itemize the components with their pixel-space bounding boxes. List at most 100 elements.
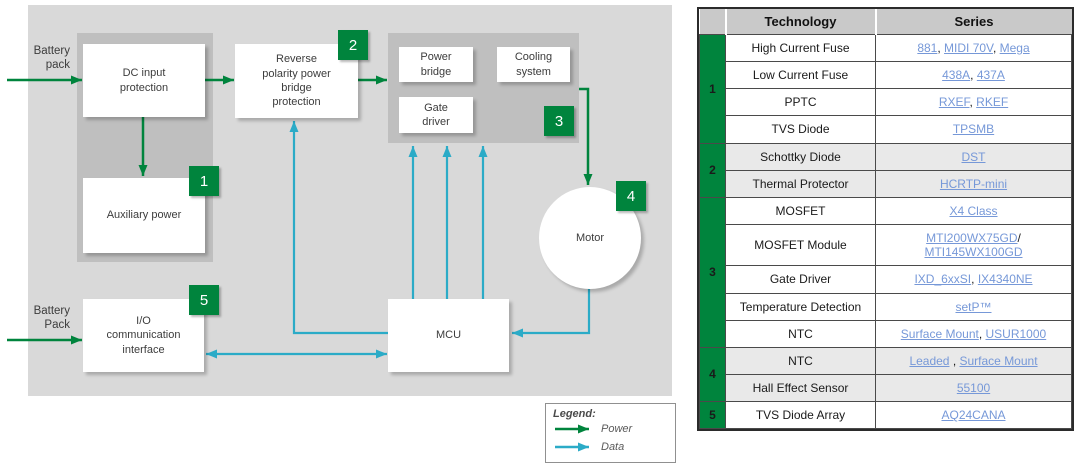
series-cell: RXEF, RKEF	[875, 88, 1072, 117]
table-row: Thermal Protector HCRTP-mini	[700, 169, 1072, 198]
series-link[interactable]: IX4340NE	[977, 272, 1033, 287]
table-row: TVS Diode TPSMB	[700, 115, 1072, 144]
series-link[interactable]: MTI145WX100GD	[924, 245, 1023, 260]
badge-2: 2	[338, 30, 368, 60]
series-cell: TPSMB	[875, 115, 1072, 144]
series-link[interactable]: Mega	[999, 41, 1030, 55]
power-arrow-icon	[555, 424, 589, 434]
series-link[interactable]: IXD_6xxSI	[914, 272, 972, 287]
series-link[interactable]: 438A	[942, 68, 971, 83]
series-separator: ,	[992, 41, 1000, 55]
series-separator: ,	[970, 68, 977, 83]
technology-cell: Low Current Fuse	[725, 61, 876, 90]
series-column-header: Series	[874, 9, 1072, 35]
technology-cell: NTC	[725, 346, 876, 376]
series-link[interactable]: Surface Mount	[959, 353, 1038, 368]
technology-cell: Schottky Diode	[725, 142, 876, 171]
series-link[interactable]: USUR1000	[985, 326, 1047, 341]
series-link[interactable]: TPSMB	[952, 122, 995, 137]
legend-title: Legend:	[553, 408, 596, 420]
badge-1: 1	[189, 166, 219, 196]
technology-cell: Thermal Protector	[725, 169, 876, 198]
technology-cell: MOSFET	[725, 196, 876, 226]
badge-4: 4	[616, 181, 646, 211]
gate-driver-box: Gate driver	[399, 97, 473, 133]
auxiliary-power-box: Auxiliary power	[83, 178, 205, 253]
badge-3: 3	[544, 106, 574, 136]
group-number-cell: 1	[699, 34, 726, 144]
series-link[interactable]: 437A	[976, 68, 1005, 83]
power-bridge-box: Power bridge	[399, 47, 473, 82]
series-link[interactable]: setP™	[955, 299, 992, 314]
battery-pack-top-label: Battery pack	[33, 45, 70, 72]
series-cell: 438A, 437A	[875, 61, 1072, 90]
table-row: Temperature Detection setP™	[700, 292, 1072, 321]
group-number-cell: 2	[699, 142, 726, 198]
table-corner-cell	[699, 9, 726, 35]
series-link[interactable]: RKEF	[976, 95, 1009, 110]
series-link[interactable]: MTI200WX75GD	[926, 231, 1018, 246]
series-separator: ,	[937, 41, 945, 55]
cooling-system-box: Cooling system	[497, 47, 570, 82]
series-link[interactable]: DST	[961, 149, 986, 164]
technology-cell: Temperature Detection	[725, 292, 876, 321]
series-link[interactable]: Leaded	[909, 353, 950, 368]
legend-box: Legend: Power Data	[545, 403, 676, 463]
legend-power-label: Power	[601, 423, 633, 435]
mcu-box: MCU	[388, 299, 509, 372]
series-link[interactable]: AQ24CANA	[941, 408, 1006, 423]
reverse-polarity-protection-box: Reverse polarity power bridge protection	[235, 44, 358, 118]
technology-cell: High Current Fuse	[725, 33, 876, 63]
series-separator: ,	[949, 353, 960, 368]
io-communication-interface-box: I/O communication interface	[83, 299, 204, 372]
data-arrow-icon	[555, 442, 589, 452]
series-cell: X4 Class	[875, 196, 1072, 226]
technology-cell: Gate Driver	[725, 265, 876, 294]
series-cell: DST	[875, 142, 1072, 171]
series-separator: ,	[971, 272, 978, 287]
series-separator: ,	[969, 95, 977, 110]
legend-data-label: Data	[601, 441, 625, 453]
series-link[interactable]: 55100	[956, 381, 991, 396]
technology-cell: PPTC	[725, 88, 876, 117]
technology-cell: TVS Diode	[725, 115, 876, 144]
group-number-cell: 5	[699, 401, 726, 430]
series-cell: Leaded , Surface Mount	[875, 346, 1072, 376]
technology-cell: NTC	[725, 319, 876, 348]
series-link[interactable]: MIDI 70V	[944, 41, 993, 55]
series-cell: IXD_6xxSI, IX4340NE	[875, 265, 1072, 294]
series-cell: AQ24CANA	[875, 401, 1072, 430]
series-cell: 55100	[875, 374, 1072, 403]
series-cell: setP™	[875, 292, 1072, 321]
battery-pack-bottom-label: Battery Pack	[33, 305, 70, 332]
series-link[interactable]: Surface Mount	[900, 326, 979, 341]
block-diagram: Battery pack Battery Pack DC input prote…	[7, 5, 676, 463]
dc-input-protection-box: DC input protection	[83, 44, 205, 117]
series-link[interactable]: X4 Class	[949, 203, 998, 218]
series-cell: MTI200WX75GD/MTI145WX100GD	[875, 224, 1072, 267]
series-cell: Surface Mount, USUR1000	[875, 319, 1072, 348]
group-number-cell: 3	[699, 196, 726, 348]
series-link[interactable]: HCRTP-mini	[939, 176, 1008, 191]
badge-5: 5	[189, 285, 219, 315]
series-link[interactable]: 881	[917, 41, 938, 55]
group-number-cell: 4	[699, 346, 726, 403]
series-cell: HCRTP-mini	[875, 169, 1072, 198]
series-link[interactable]: RXEF	[938, 95, 970, 110]
technology-cell: TVS Diode Array	[725, 401, 876, 430]
technology-cell: MOSFET Module	[725, 224, 876, 267]
series-cell: 881, MIDI 70V, Mega	[875, 33, 1072, 63]
